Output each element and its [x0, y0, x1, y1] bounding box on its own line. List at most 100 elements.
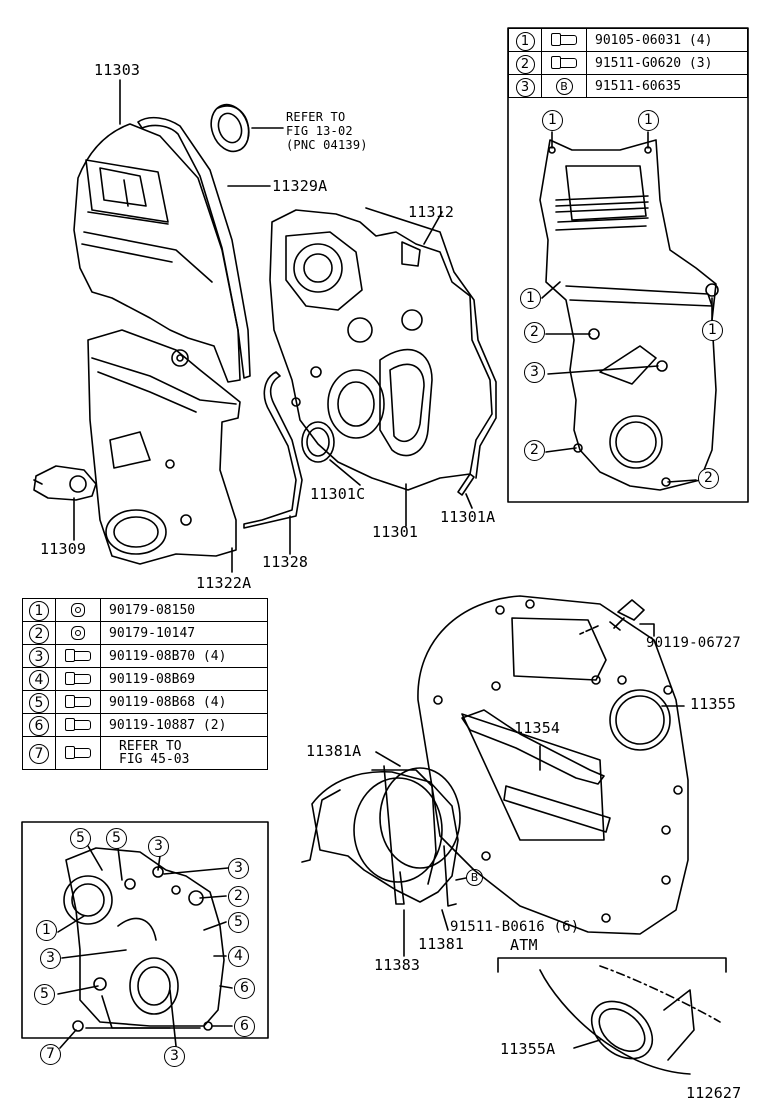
table-row: 3 B 91511-60635	[508, 74, 748, 98]
callout-bot-5a: 5	[70, 828, 91, 849]
part-number: 90179-08150	[100, 598, 268, 622]
bottom-panel-leaders	[57, 845, 233, 1049]
part-number: 91511-G0620 (3)	[586, 51, 748, 75]
callout-bot-3d: 3	[164, 1046, 185, 1067]
sensor-11309	[33, 465, 97, 501]
row-number: 2	[22, 621, 56, 645]
bolt-90119-06727	[609, 599, 645, 631]
callout-bot-4: 4	[228, 946, 249, 967]
callout-top-1b: 1	[638, 110, 659, 131]
top-panel-leaders	[541, 131, 713, 483]
label-91511-b0616: 91511-B0616 (6)	[450, 919, 580, 935]
table-row: 5 90119-08B68 (4)	[22, 690, 268, 714]
timing-case	[269, 207, 497, 491]
label-11381a: 11381A	[306, 742, 362, 760]
row-number: 1	[22, 598, 56, 622]
label-11322a: 11322A	[196, 574, 252, 592]
callout-top-1a: 1	[542, 110, 563, 131]
part-number: 90179-10147	[100, 621, 268, 645]
callout-bot-5c: 5	[228, 912, 249, 933]
row-number: 7	[22, 736, 56, 770]
callout-bot-3b: 3	[228, 858, 249, 879]
top-fastener-table: 1 90105-06031 (4) 2 91511-G0620 (3) 3 B …	[508, 28, 748, 98]
label-11383: 11383	[374, 956, 421, 974]
table-row: 2 90179-10147	[22, 621, 268, 645]
table-row: 1 90105-06031 (4)	[508, 28, 748, 52]
label-atm: ATM	[510, 936, 538, 954]
callout-top-2b: 2	[524, 440, 545, 461]
label-11301c: 11301C	[310, 485, 366, 503]
callout-bot-7: 7	[40, 1044, 61, 1065]
bolt-icon	[541, 28, 587, 52]
label-90119-06727: 90119-06727	[646, 635, 741, 651]
table-row: 3 90119-08B70 (4)	[22, 644, 268, 668]
callout-top-2c: 2	[698, 468, 719, 489]
label-11355: 11355	[690, 695, 737, 713]
callout-bot-1: 1	[36, 920, 57, 941]
part-number: 91511-60635	[586, 74, 748, 98]
label-11303: 11303	[94, 61, 141, 79]
row-number: 3	[508, 74, 542, 98]
callout-top-1d: 1	[702, 320, 723, 341]
refer-line-2: FIG 13-02	[286, 124, 353, 138]
upper-timing-cover	[73, 123, 241, 383]
row-number: 6	[22, 713, 56, 737]
leader-lines	[73, 79, 473, 573]
bolt-icon	[541, 51, 587, 75]
nut-icon	[55, 621, 101, 645]
table-row: 2 91511-G0620 (3)	[508, 51, 748, 75]
callout-bot-3a: 3	[148, 836, 169, 857]
part-number: 90119-08B70 (4)	[100, 644, 268, 668]
atm-section	[497, 957, 727, 1075]
label-11312: 11312	[408, 203, 455, 221]
top-panel-frame	[507, 27, 749, 503]
gasket-11328	[243, 371, 303, 529]
right-leaders	[375, 623, 685, 1049]
callout-bot-5b: 5	[106, 828, 127, 849]
row-number: 4	[22, 667, 56, 691]
callout-b: B	[466, 869, 483, 886]
bottom-fastener-table: 1 90179-08150 2 90179-10147 3 90119-08B7…	[22, 598, 268, 770]
figure-number: 112627	[686, 1084, 742, 1102]
callout-bot-6b: 6	[234, 1016, 255, 1037]
refer-line-1: REFER TO	[286, 110, 346, 124]
label-11301: 11301	[372, 523, 419, 541]
bolt-icon	[55, 690, 101, 714]
table-row: 6 90119-10887 (2)	[22, 713, 268, 737]
row-number: 2	[508, 51, 542, 75]
circled-b-icon: B	[541, 74, 587, 98]
oil-seal-retainer	[301, 765, 461, 907]
part-number: 90105-06031 (4)	[586, 28, 748, 52]
part-number: 90119-08B68 (4)	[100, 690, 268, 714]
part-number: 90119-08B69	[100, 667, 268, 691]
label-11381: 11381	[418, 935, 465, 953]
label-11328: 11328	[262, 553, 309, 571]
callout-bot-5d: 5	[34, 984, 55, 1005]
bottom-panel-frame	[21, 821, 269, 1039]
rear-end-plate	[417, 595, 689, 935]
part-number: 90119-10887 (2)	[100, 713, 268, 737]
callout-bot-6a: 6	[234, 978, 255, 999]
label-11354: 11354	[514, 719, 561, 737]
row-number: 5	[22, 690, 56, 714]
bolt-icon	[55, 667, 101, 691]
callout-top-2a: 2	[524, 322, 545, 343]
refer-line-3: (PNC 04139)	[286, 138, 368, 152]
bolt-icon	[55, 644, 101, 668]
row-number: 1	[508, 28, 542, 52]
row-number: 3	[22, 644, 56, 668]
bolt-icon	[55, 713, 101, 737]
table-row: 4 90119-08B69	[22, 667, 268, 691]
callout-top-3: 3	[524, 362, 545, 383]
callout-top-1c: 1	[520, 288, 541, 309]
bolt-icon	[55, 736, 101, 770]
gasket-11329a	[137, 116, 251, 379]
label-11329a: 11329A	[272, 177, 328, 195]
top-panel-cover	[539, 139, 719, 491]
pin-11301a	[457, 473, 475, 496]
callout-bot-3c: 3	[40, 948, 61, 969]
label-11355a: 11355A	[500, 1040, 556, 1058]
oring-11301c	[301, 421, 335, 463]
